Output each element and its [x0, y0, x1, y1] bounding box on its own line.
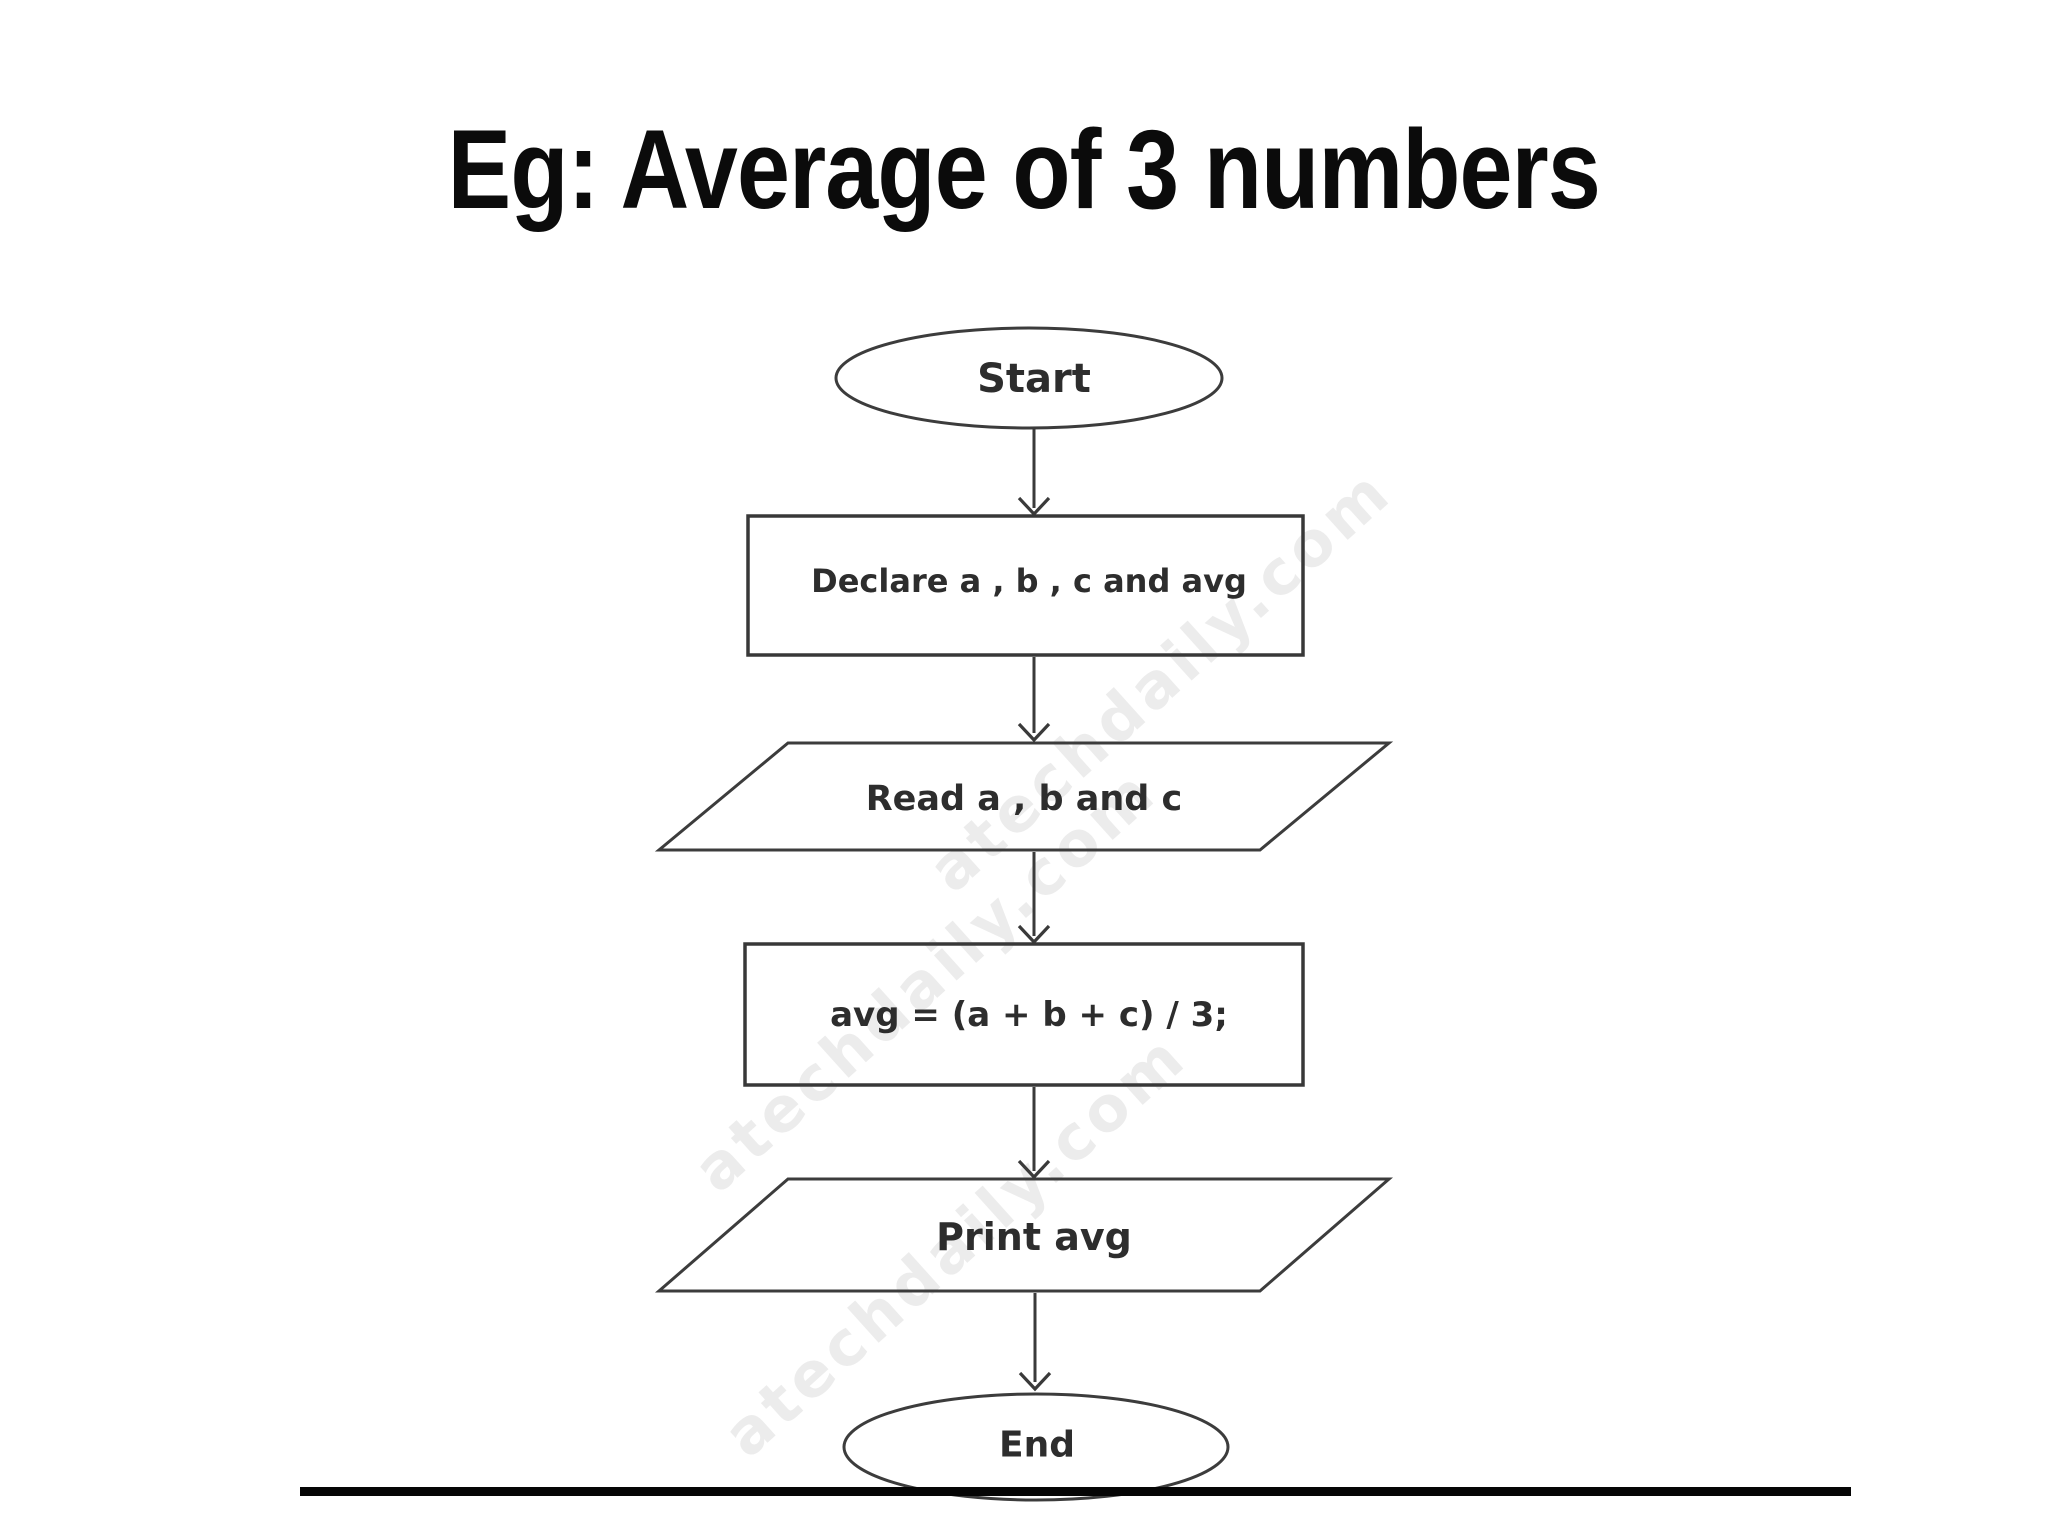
slide-title-text: Eg: Average of 3 numbers: [447, 107, 1601, 232]
start-terminator-shape: [834, 326, 1224, 430]
print-io-shape: [654, 1177, 1394, 1293]
arrowhead-icon: [1017, 722, 1051, 743]
node-label-print: Print avg: [936, 1215, 1132, 1259]
node-label-read: Read a , b and c: [865, 779, 1183, 819]
node-label-start: Start: [977, 356, 1091, 402]
arrowhead-icon: [1017, 924, 1051, 945]
footer-rule: [300, 1487, 1851, 1496]
node-label-avg: avg = (a + b + c) / 3;: [830, 995, 1228, 1035]
arrowhead-icon: [1017, 1159, 1051, 1180]
arrowhead-icon: [1017, 496, 1051, 517]
node-label-end: End: [999, 1424, 1075, 1466]
node-label-declare: Declare a , b , c and avg: [811, 562, 1247, 600]
avg-process-shape: [743, 942, 1305, 1087]
read-io-shape: [654, 741, 1394, 852]
declare-process-shape: [746, 514, 1305, 657]
end-terminator-shape: [842, 1392, 1230, 1502]
arrowhead-icon: [1018, 1371, 1052, 1392]
slide-title: Eg: Average of 3 numbers: [0, 114, 2048, 226]
